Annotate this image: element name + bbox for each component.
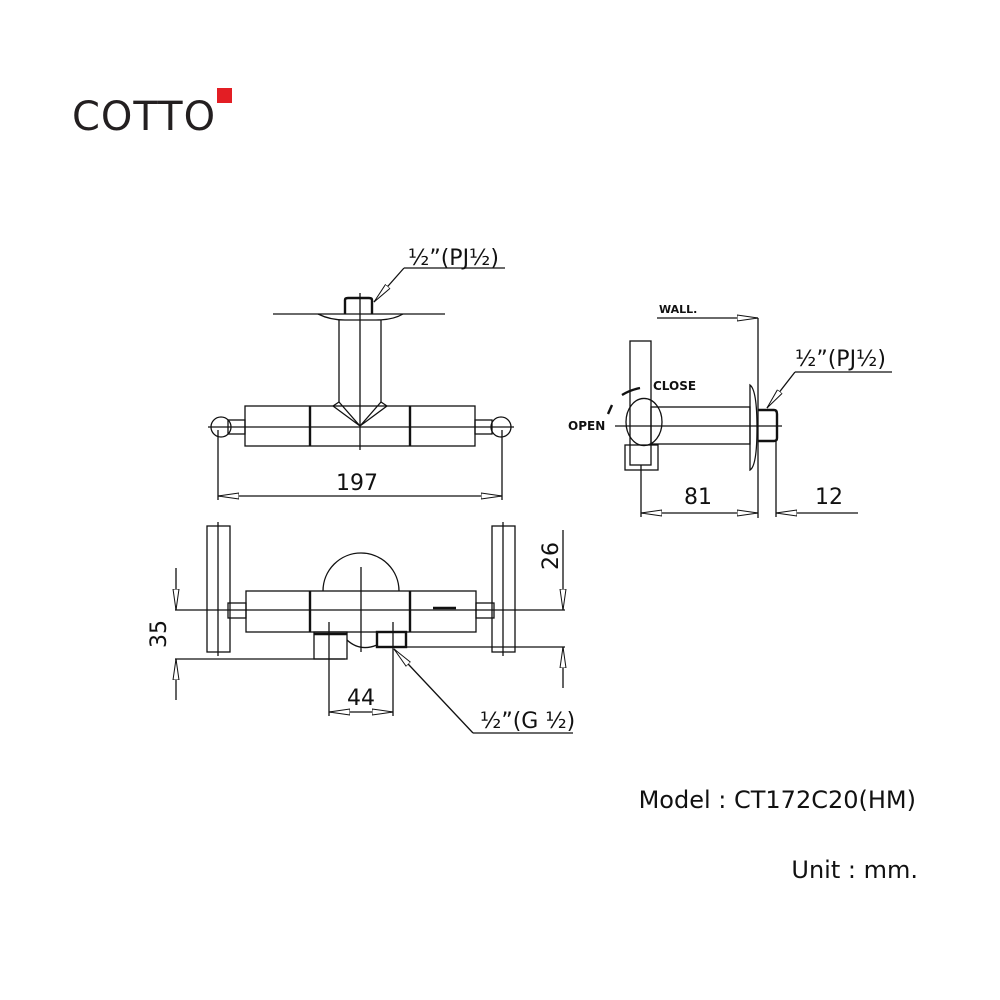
dim-44: 44	[347, 686, 375, 711]
wall-label: WALL.	[659, 303, 697, 316]
front-view: 35 26 44 ½”(G ½)	[147, 522, 575, 734]
open-label: OPEN	[568, 419, 605, 433]
dim-26: 26	[539, 542, 564, 570]
top-view: 197 ½”(PJ½)	[208, 246, 514, 500]
escutcheon	[749, 383, 758, 472]
close-label: CLOSE	[653, 379, 696, 393]
model-text: Model : CT172C20(HM)	[638, 786, 916, 814]
inlet-label-side: ½”(PJ½)	[795, 347, 886, 372]
unit-text: Unit : mm.	[791, 856, 918, 884]
dim-81: 81	[684, 485, 712, 510]
dim-197: 197	[336, 471, 378, 496]
outlet-left	[313, 631, 348, 660]
logo-red-square	[217, 88, 232, 103]
outlet-right-nut	[375, 630, 408, 649]
dim-12: 12	[815, 485, 843, 510]
dim-35: 35	[147, 620, 172, 648]
inlet-nipple	[343, 296, 374, 314]
outlet-label: ½”(G ½)	[480, 709, 575, 734]
side-view: WALL. CLOSE OPEN 81 12 ½”(PJ½)	[568, 303, 892, 518]
cotto-logo: COTTO	[72, 94, 217, 140]
inlet-label-top: ½”(PJ½)	[408, 246, 499, 271]
